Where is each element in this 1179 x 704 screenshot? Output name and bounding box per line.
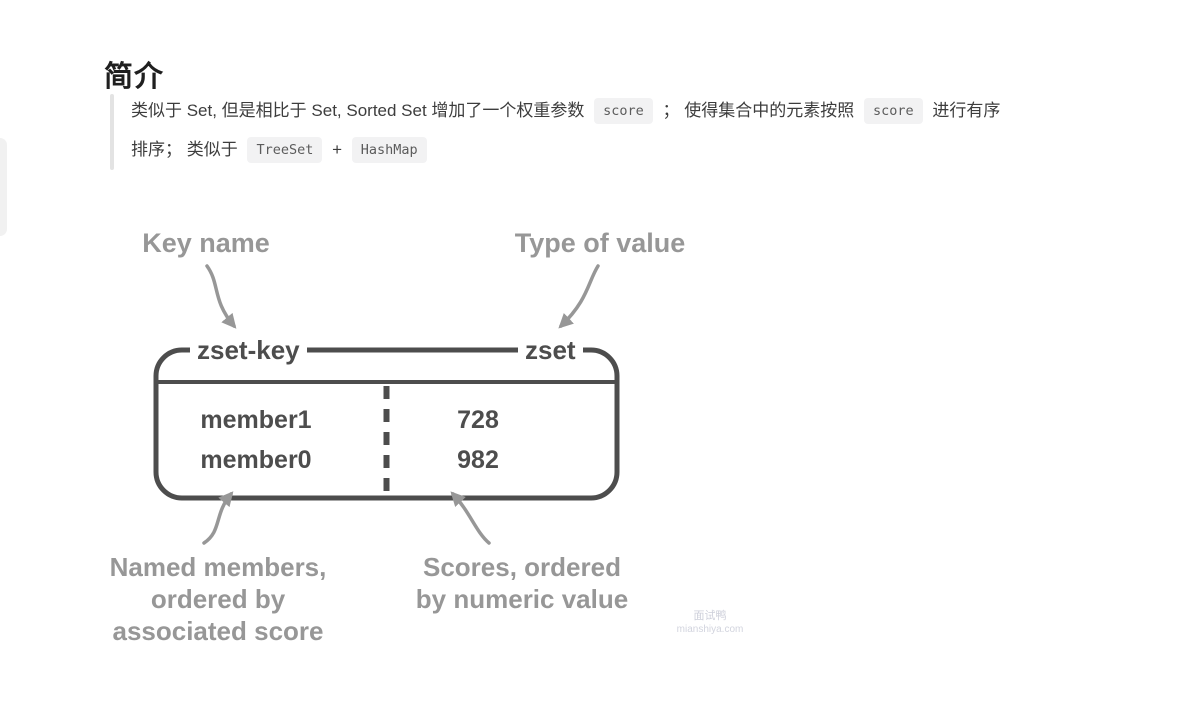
type-of-value-label: Type of value: [514, 228, 686, 258]
member-cell: member0: [200, 446, 312, 474]
members-annotation: Named members, ordered by associated sco…: [68, 551, 368, 647]
score-cell: 728: [457, 406, 499, 434]
annotation-line: ordered by: [150, 584, 286, 614]
scores-annotation: Scores, ordered by numeric value: [372, 551, 672, 615]
watermark-domain: mianshiya.com: [676, 624, 744, 635]
annotation-line: by numeric value: [415, 584, 629, 614]
left-edge-sliver: [0, 138, 7, 236]
scores-arrow: [450, 491, 491, 545]
inline-code-score: score: [594, 98, 653, 124]
quote-line-1: 类似于 Set, 但是相比于 Set, Sorted Set 增加了一个权重参数…: [131, 91, 1150, 130]
watermark-brand: 面试鸭: [693, 610, 727, 622]
inline-code-treeset: TreeSet: [247, 137, 323, 163]
score-cell: 982: [457, 446, 499, 474]
key-name-label: Key name: [142, 228, 270, 258]
watermark: 面试鸭 mianshiya.com: [640, 609, 780, 636]
key-name-arrow: [205, 264, 237, 329]
intro-blockquote: 类似于 Set, 但是相比于 Set, Sorted Set 增加了一个权重参数…: [110, 91, 1150, 170]
quote-text: 排序； 类似于: [131, 140, 238, 159]
zset-type-label: zset: [518, 334, 583, 366]
member-cell: member1: [200, 406, 312, 434]
annotation-line: associated score: [112, 616, 324, 646]
inline-code-score: score: [864, 98, 923, 124]
quote-text: 类似于 Set, 但是相比于 Set, Sorted Set 增加了一个权重参数: [131, 101, 585, 120]
blockquote-bar: [110, 94, 114, 170]
type-of-value-arrow: [558, 264, 600, 329]
zset-key-label: zset-key: [190, 334, 307, 366]
annotation-line: Named members,: [109, 552, 327, 582]
zset-box-outline: [153, 347, 620, 501]
annotation-line: Scores, ordered: [423, 552, 621, 582]
quote-text: ； 使得集合中的元素按照: [662, 101, 855, 120]
page-title: 简介: [104, 61, 165, 94]
quote-text: +: [332, 140, 343, 159]
members-arrow: [202, 491, 234, 545]
quote-line-2: 排序； 类似于 TreeSet + HashMap: [131, 130, 1150, 169]
quote-text: 进行有序: [932, 101, 1001, 120]
inline-code-hashmap: HashMap: [351, 137, 427, 163]
